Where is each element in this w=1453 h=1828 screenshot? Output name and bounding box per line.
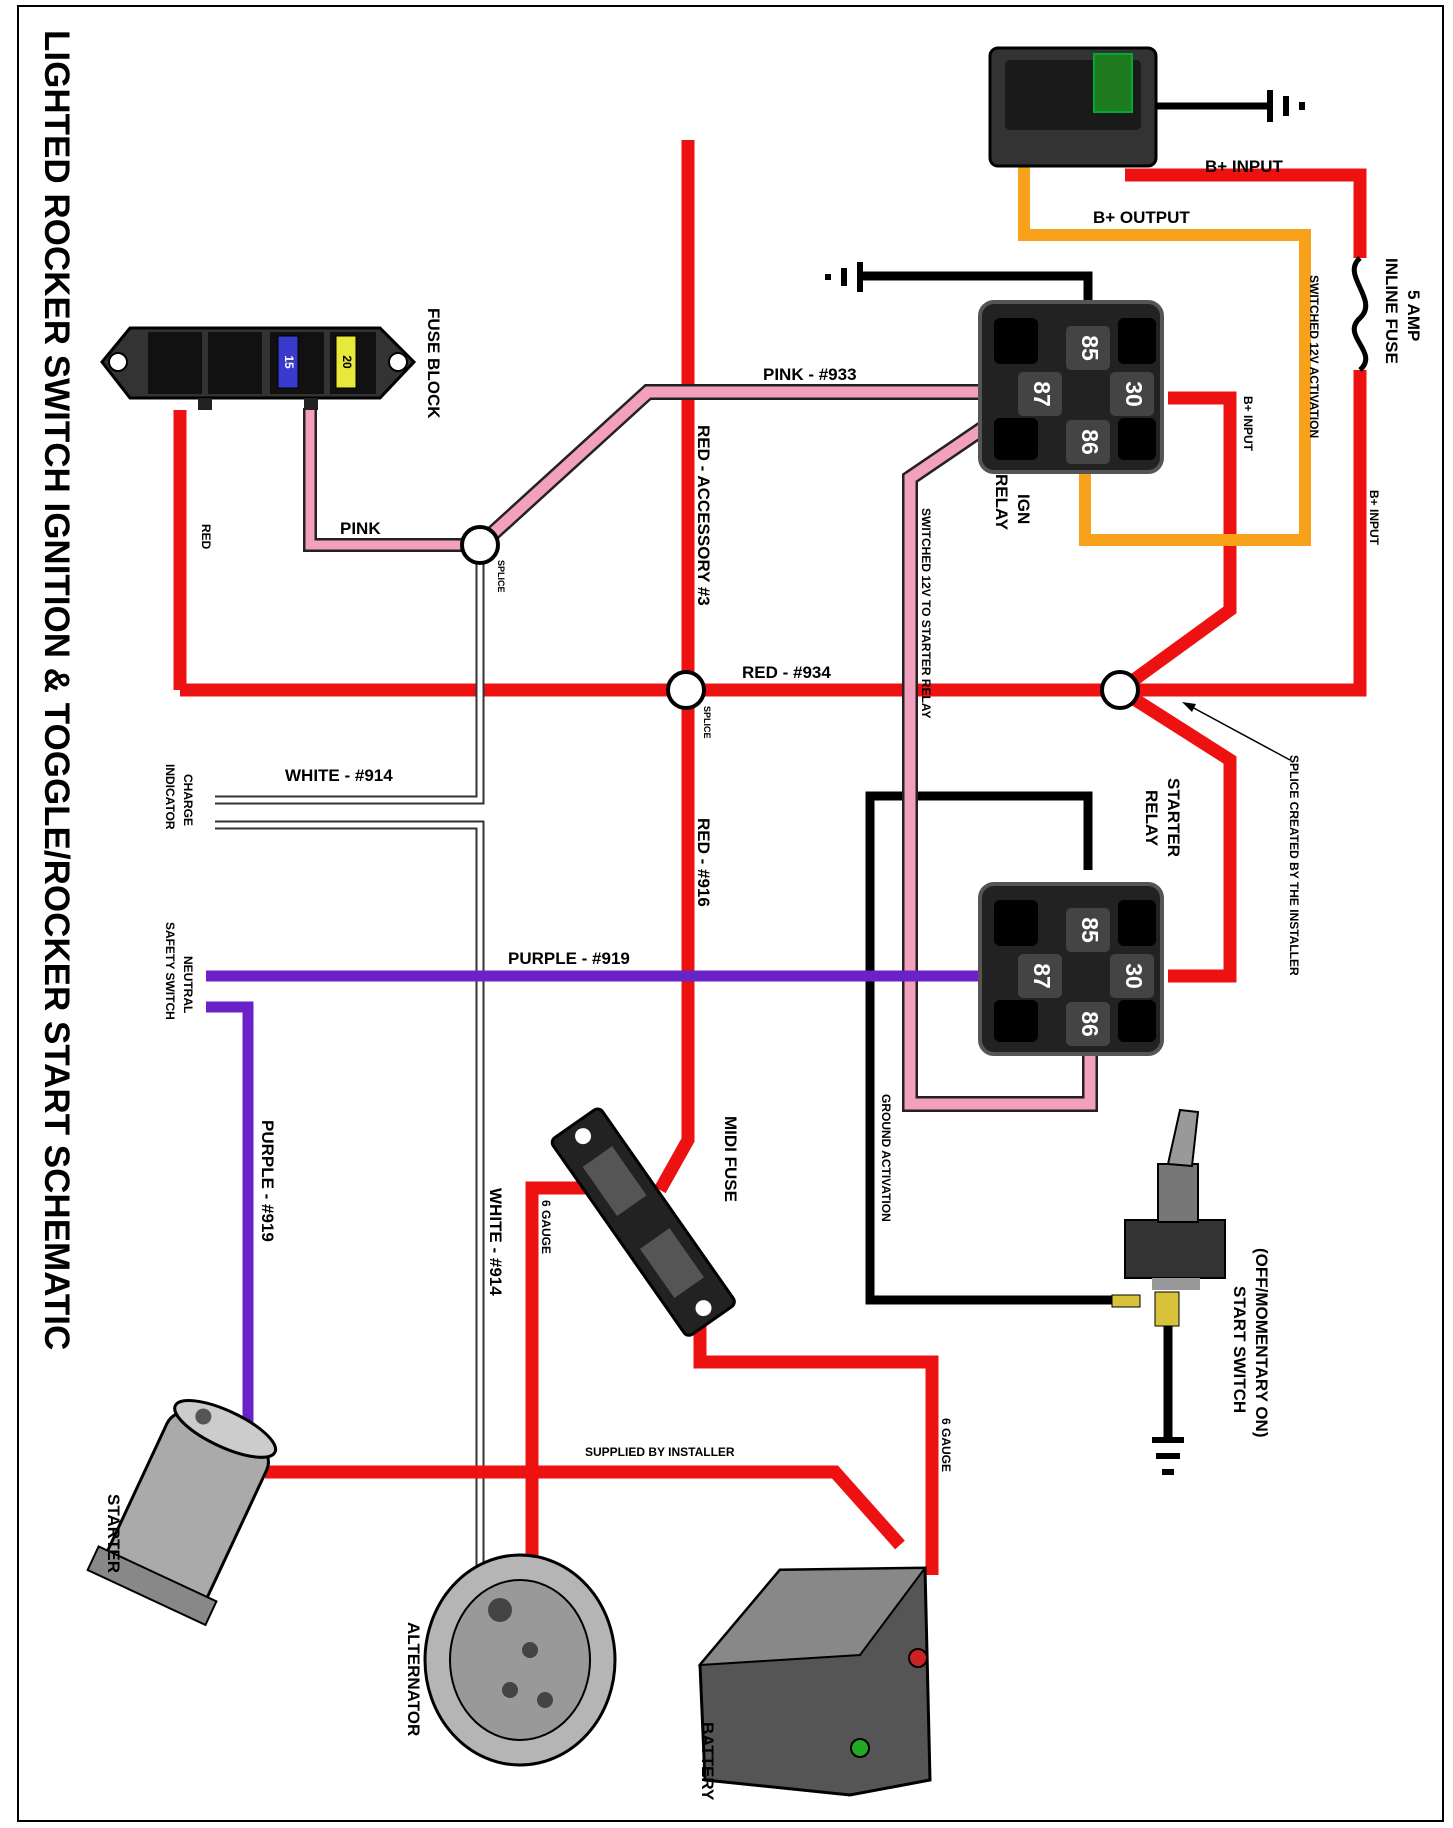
splice-pink — [460, 525, 500, 565]
wire-label-splice-by-installer: SPLICE CREATED BY THE INSTALLER — [1287, 755, 1301, 976]
wire-red-starter-30 — [1116, 684, 1237, 983]
wire-label-white-914: WHITE - #914 — [285, 766, 393, 785]
relay-pin-87: 87 — [1029, 963, 1055, 989]
relay-pin-85: 85 — [1077, 335, 1103, 361]
wire-label-pink: PINK — [340, 519, 381, 538]
ground-symbol-icon — [1267, 90, 1305, 122]
wire-label-red-916: RED - #916 — [694, 818, 713, 907]
charge-indicator-label-2: INDICATOR — [163, 764, 177, 830]
splice-label: SPLICE — [702, 706, 712, 739]
wire-label-red-934: RED - #934 — [742, 663, 831, 682]
fuse-block-label: FUSE BLOCK — [424, 308, 443, 419]
wire-label-b-input: B+ INPUT — [1205, 157, 1284, 176]
diagram-frame — [17, 5, 1444, 1822]
relay-pin-30: 30 — [1121, 963, 1147, 989]
ground-symbol-icon — [1152, 1437, 1184, 1475]
splice-red-accessory — [666, 670, 706, 710]
wire-label-red-accessory: RED - ACCESSORY #3 — [694, 425, 713, 606]
starter-label: STARTER — [104, 1494, 123, 1573]
wire-supplied-by-installer — [265, 1465, 905, 1550]
start-switch-label-2: START SWITCH — [1230, 1286, 1249, 1413]
starter-relay: 85 87 30 86 — [978, 882, 1164, 1056]
rocker-switch-icon — [988, 46, 1270, 168]
arrow-icon — [1182, 702, 1196, 712]
battery-label: BATTERY — [698, 1722, 717, 1801]
fuse-20-label: 20 — [340, 355, 354, 369]
starter-icon — [86, 1399, 278, 1627]
inline-fuse-icon — [1351, 256, 1369, 372]
wire-orange-b-output — [1018, 165, 1311, 546]
wire-red-accessory — [654, 140, 695, 1194]
relay-pin-86: 86 — [1077, 429, 1103, 455]
wire-black-ground-activation — [865, 791, 1120, 1305]
wire-purple-919-side — [206, 1001, 254, 1428]
midi-fuse-label: MIDI FUSE — [721, 1116, 740, 1202]
wire-label-switched-12v-starter: SWITCHED 12V TO STARTER RELAY — [919, 508, 933, 718]
fuse-block-icon: 15 20 — [100, 326, 417, 410]
wire-label-purple-919-side: PURPLE - #919 — [258, 1120, 277, 1242]
ign-relay-label-1: IGN — [1014, 494, 1033, 524]
wire-label-ground-activation: GROUND ACTIVATION — [879, 1094, 893, 1222]
wire-label-purple-919: PURPLE - #919 — [508, 949, 630, 968]
neutral-safety-label-1: NEUTRAL — [181, 956, 195, 1013]
start-switch-label-1: (OFF/MOMENTARY ON) — [1252, 1248, 1271, 1438]
relay-pin-86: 86 — [1077, 1011, 1103, 1037]
relay-pin-87: 87 — [1029, 381, 1055, 407]
wire-b-input-right-lower — [1120, 370, 1367, 697]
charge-indicator-label-1: CHARGE — [181, 774, 195, 826]
battery-icon — [697, 1566, 932, 1797]
midi-fuse-icon — [550, 1107, 736, 1337]
wire-label-6-gauge-left: 6 GAUGE — [539, 1200, 553, 1254]
starter-relay-label-2: RELAY — [1142, 790, 1161, 847]
wire-6-gauge-right — [693, 1300, 939, 1575]
wire-label-switched-12v-activation: SWITCHED 12V ACTIVATION — [1307, 275, 1321, 438]
inline-fuse-label-1: 5 AMP — [1404, 290, 1423, 341]
page-title: LIGHTED ROCKER SWITCH IGNITION & TOGGLE/… — [37, 30, 76, 1350]
wire-label-6-gauge-right: 6 GAUGE — [939, 1418, 953, 1472]
wire-label-white-914-side: WHITE - #914 — [486, 1188, 505, 1296]
wire-b-input-right — [1125, 168, 1367, 258]
ign-relay: 85 87 30 86 — [978, 300, 1164, 474]
wire-b-input-ign — [1116, 391, 1237, 696]
wire-white-914 — [215, 545, 485, 805]
alternator-label: ALTERNATOR — [404, 1622, 423, 1736]
ground-symbol-icon — [825, 262, 863, 292]
ign-relay-label-2: RELAY — [992, 474, 1011, 531]
inline-fuse-label-2: INLINE FUSE — [1382, 258, 1401, 364]
wire-label-pink-933: PINK - #933 — [763, 365, 857, 384]
start-switch-icon — [1111, 1108, 1226, 1327]
neutral-safety-label-2: SAFETY SWITCH — [163, 922, 177, 1020]
wire-label-supplied-by-installer: SUPPLIED BY INSTALLER — [585, 1445, 735, 1459]
wire-label-b-input-right: B+ INPUT — [1367, 490, 1381, 546]
wire-label-red: RED — [199, 524, 213, 550]
relay-pin-30: 30 — [1121, 381, 1147, 407]
splice-installer — [1100, 670, 1140, 710]
starter-relay-label-1: STARTER — [1164, 778, 1183, 857]
wire-label-b-input-ign: B+ INPUT — [1241, 396, 1255, 452]
relay-pin-85: 85 — [1077, 917, 1103, 943]
wire-label-b-output: B+ OUTPUT — [1093, 208, 1190, 227]
wire-pink-fuse — [303, 408, 480, 552]
alternator-icon — [423, 1553, 617, 1767]
fuse-15-label: 15 — [282, 355, 296, 369]
splice-label: SPLICE — [496, 560, 506, 593]
